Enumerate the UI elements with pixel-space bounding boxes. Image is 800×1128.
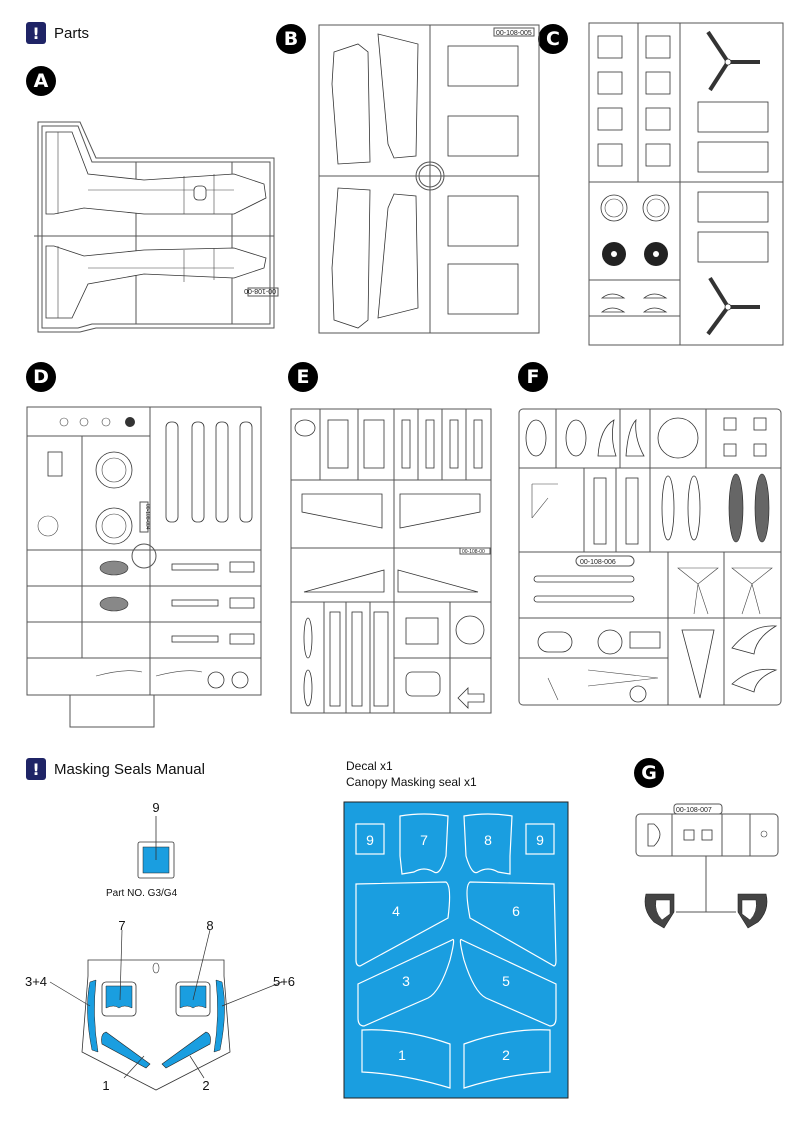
decal-line-2: Canopy Masking seal x1: [346, 775, 477, 789]
propeller-lower: [706, 276, 760, 336]
sprue-g-code: 00-108-007: [676, 807, 712, 814]
decal-label-3: 3: [402, 973, 410, 989]
exclamation-icon: !: [26, 22, 46, 44]
sprue-d-code: 00-108-004: [144, 504, 150, 530]
sprue-badge-b: B: [276, 24, 306, 54]
decal-piece-4: [355, 881, 451, 967]
decal-piece-8: [463, 813, 513, 875]
sprue-f-diagram: 00-108-006: [518, 408, 782, 706]
callout-2: 2: [202, 1078, 209, 1093]
masking-title: Masking Seals Manual: [54, 760, 205, 778]
decal-label-9a: 9: [366, 832, 374, 848]
decal-line-1: Decal x1: [346, 759, 393, 773]
sprue-a-diagram: 00-108-00: [34, 121, 279, 333]
decal-heading: Decal x1 Canopy Masking seal x1: [346, 758, 477, 790]
sprue-g-diagram: 00-108-007: [635, 803, 779, 929]
sprue-badge-g: G: [634, 758, 664, 788]
decal-piece-2: [463, 1029, 551, 1089]
callout-1: 1: [102, 1078, 109, 1093]
decal-piece-9-left: [355, 823, 385, 855]
sprue-b-code: 00-108-005: [496, 30, 532, 37]
decal-sheet: 9 7 8 9 4 6 3 5 1 2: [343, 801, 569, 1099]
decal-label-6: 6: [512, 903, 520, 919]
decal-piece-9-right: [525, 823, 555, 855]
callout-7: 7: [118, 918, 125, 933]
decal-label-9b: 9: [536, 832, 544, 848]
decal-label-7: 7: [420, 832, 428, 848]
decal-label-2: 2: [502, 1047, 510, 1063]
decal-label-5: 5: [502, 973, 510, 989]
callout-5-6: 5+6: [273, 974, 295, 989]
part-9-diagram: 9: [137, 800, 175, 879]
sprue-e-diagram: 00-108-00: [290, 408, 492, 714]
bombs: [165, 421, 253, 523]
sprue-d-diagram: 00-108-004: [26, 406, 262, 728]
sprue-e-code: 00-108-00: [462, 549, 485, 555]
exclamation-icon: !: [26, 758, 46, 780]
sprue-a-code: 00-108-00: [244, 287, 276, 294]
sprue-badge-e: E: [288, 362, 318, 392]
decal-piece-7: [399, 813, 449, 875]
decal-piece-3: [357, 938, 455, 1027]
sprue-c-diagram: [588, 22, 784, 346]
decal-label-4: 4: [392, 903, 400, 919]
decal-piece-1: [361, 1029, 451, 1089]
callout-9: 9: [152, 800, 159, 815]
sprue-b-diagram: 00-108-005: [318, 24, 540, 334]
parts-section-header: ! Parts: [26, 22, 89, 44]
sprue-badge-d: D: [26, 362, 56, 392]
callout-8: 8: [206, 918, 213, 933]
canopy-masking-diagram: 7 8 3+4 5+6 1 2: [25, 918, 295, 1093]
decal-piece-5: [459, 938, 557, 1027]
part-number-label: Part NO. G3/G4: [106, 888, 178, 899]
sprue-f-code: 00-108-006: [580, 559, 616, 566]
decal-label-8: 8: [484, 832, 492, 848]
parts-title: Parts: [54, 24, 90, 42]
decal-label-1: 1: [398, 1047, 406, 1063]
sprue-badge-f: F: [518, 362, 548, 392]
decal-piece-6: [466, 881, 557, 967]
sprue-badge-c: C: [538, 24, 568, 54]
sprue-badge-a: A: [26, 66, 56, 96]
propeller-upper: [706, 30, 760, 92]
masking-section-header: ! Masking Seals Manual: [26, 758, 205, 780]
tail-parts: [597, 35, 671, 167]
callout-3-4: 3+4: [25, 974, 47, 989]
